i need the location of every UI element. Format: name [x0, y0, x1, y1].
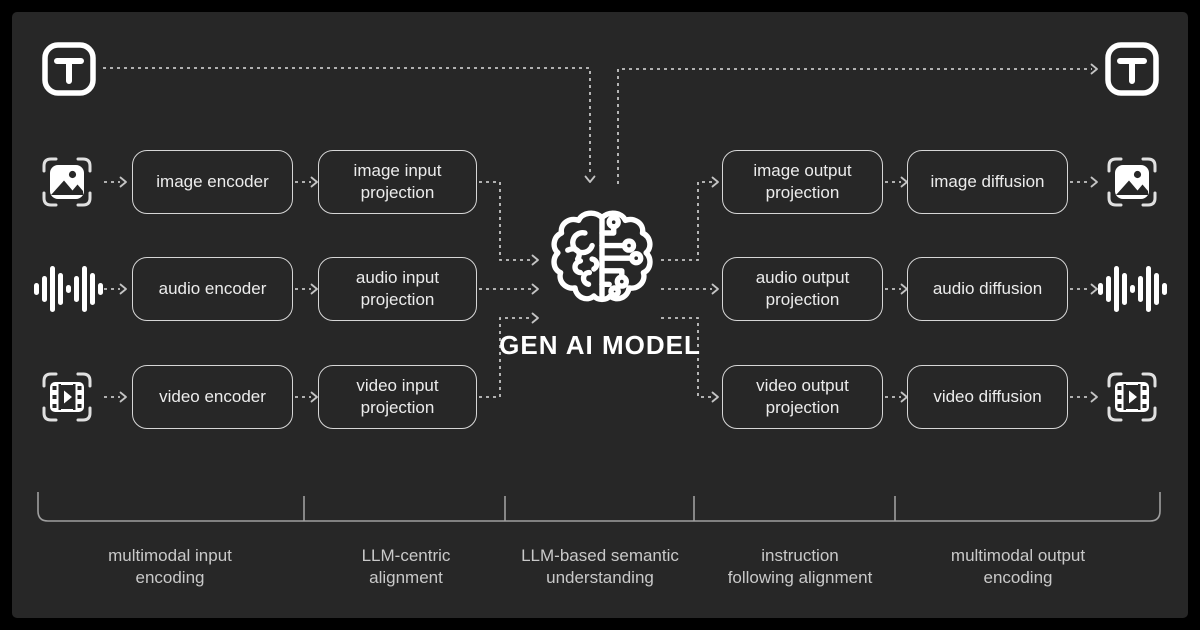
ai-brain-icon	[551, 210, 653, 303]
video-input-icon	[42, 372, 92, 422]
stage-label-llm-based-semantic-understanding: LLM-based semantic understanding	[521, 546, 679, 587]
text-input-icon	[42, 42, 96, 96]
stage-label-multimodal-input-encoding: multimodal input encoding	[108, 546, 232, 587]
video-input-projection-box: video input projection	[318, 365, 477, 429]
stage-label-instruction-following-alignment: instruction following alignment	[727, 546, 873, 587]
text-output-icon	[1105, 42, 1159, 96]
audio-encoder-box: audio encoder	[132, 257, 293, 321]
image-input-projection-box: image input projection	[318, 150, 477, 214]
video-output-projection-box: video output projection	[722, 365, 883, 429]
image-output-projection-box: image output projection	[722, 150, 883, 214]
image-output-icon	[1107, 157, 1157, 207]
video-diffusion-box: video diffusion	[907, 365, 1068, 429]
audio-input-icon	[34, 266, 103, 312]
audio-output-icon	[1098, 266, 1167, 312]
image-input-icon	[42, 157, 92, 207]
audio-input-projection-box: audio input projection	[318, 257, 477, 321]
stage-label-multimodal-output-encoding: multimodal output encoding	[950, 546, 1086, 587]
gen-ai-model-label: GEN AI MODEL	[499, 330, 701, 360]
stage-label-llm-centric-alignment: LLM-centric alignment	[361, 546, 451, 587]
video-encoder-box: video encoder	[132, 365, 293, 429]
image-encoder-box: image encoder	[132, 150, 293, 214]
video-output-icon	[1107, 372, 1157, 422]
audio-diffusion-box: audio diffusion	[907, 257, 1068, 321]
image-diffusion-box: image diffusion	[907, 150, 1068, 214]
audio-output-projection-box: audio output projection	[722, 257, 883, 321]
